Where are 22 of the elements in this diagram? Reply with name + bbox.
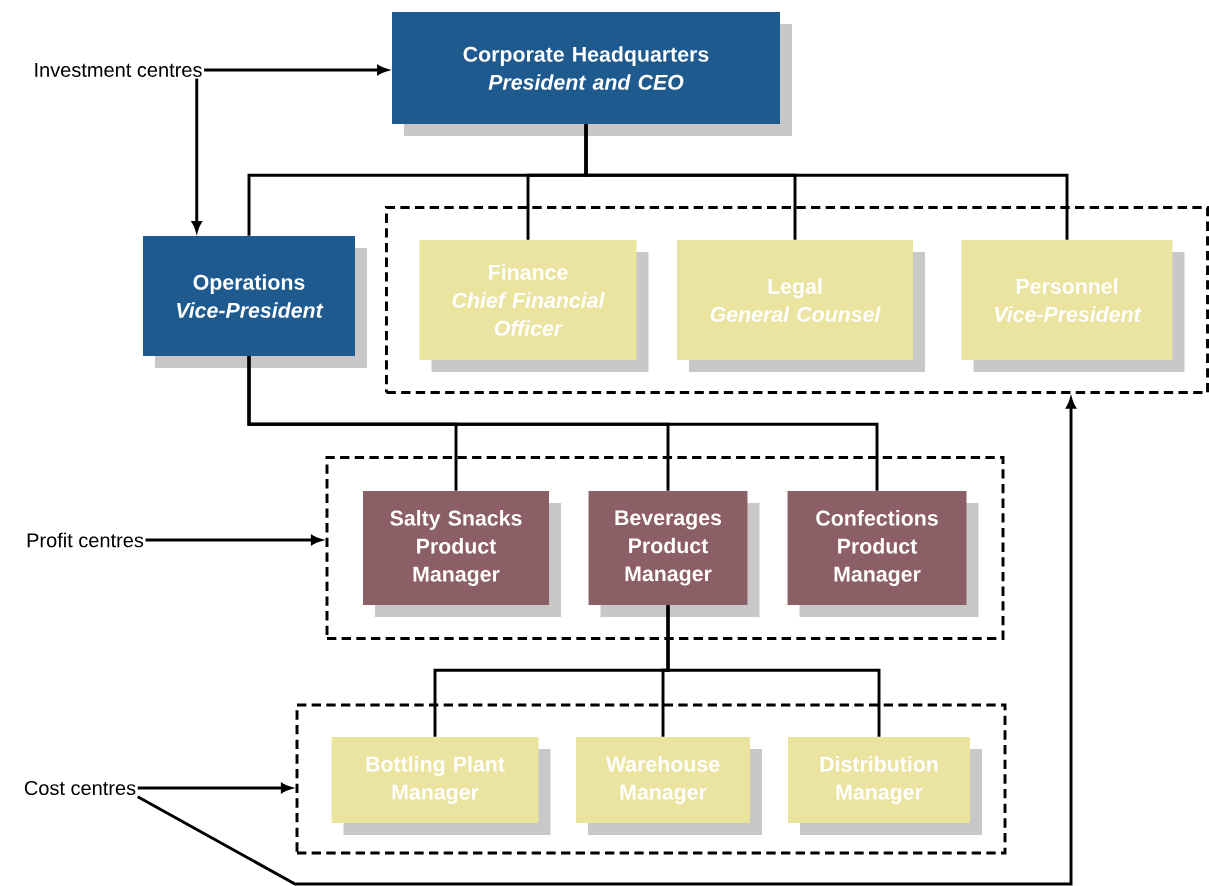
dashed-group-box	[325, 456, 1005, 640]
arrow	[145, 535, 322, 545]
connector-line	[666, 605, 881, 737]
centre-label: Cost centres	[24, 780, 136, 796]
org-box: Confections Product Manager	[787, 491, 979, 617]
org-box: Bottling Plant Manager	[331, 737, 551, 835]
connector-line	[247, 356, 879, 491]
centre-label: Profit centres	[27, 532, 144, 548]
org-box: Personnel Vice-President	[961, 240, 1185, 372]
org-box: Warehouse Manager	[576, 737, 762, 835]
centre-label: Investment centres	[35, 63, 202, 77]
org-box: Distribution Manager	[788, 737, 982, 835]
org-box: Operations Vice-President	[143, 236, 367, 368]
org-box: Beverages Product Manager	[588, 491, 760, 617]
dashed-group-box	[295, 703, 1007, 855]
dashed-group-box	[385, 206, 1209, 394]
org-box: Corporate Headquarters President and CEO	[392, 12, 792, 136]
arrow	[137, 783, 292, 793]
org-box: Finance Chief Financial Officer	[419, 240, 649, 372]
org-box: Legal General Counsel	[677, 240, 925, 372]
connector-line	[584, 124, 1069, 240]
org-box: Salty Snacks Product Manager	[363, 491, 561, 617]
